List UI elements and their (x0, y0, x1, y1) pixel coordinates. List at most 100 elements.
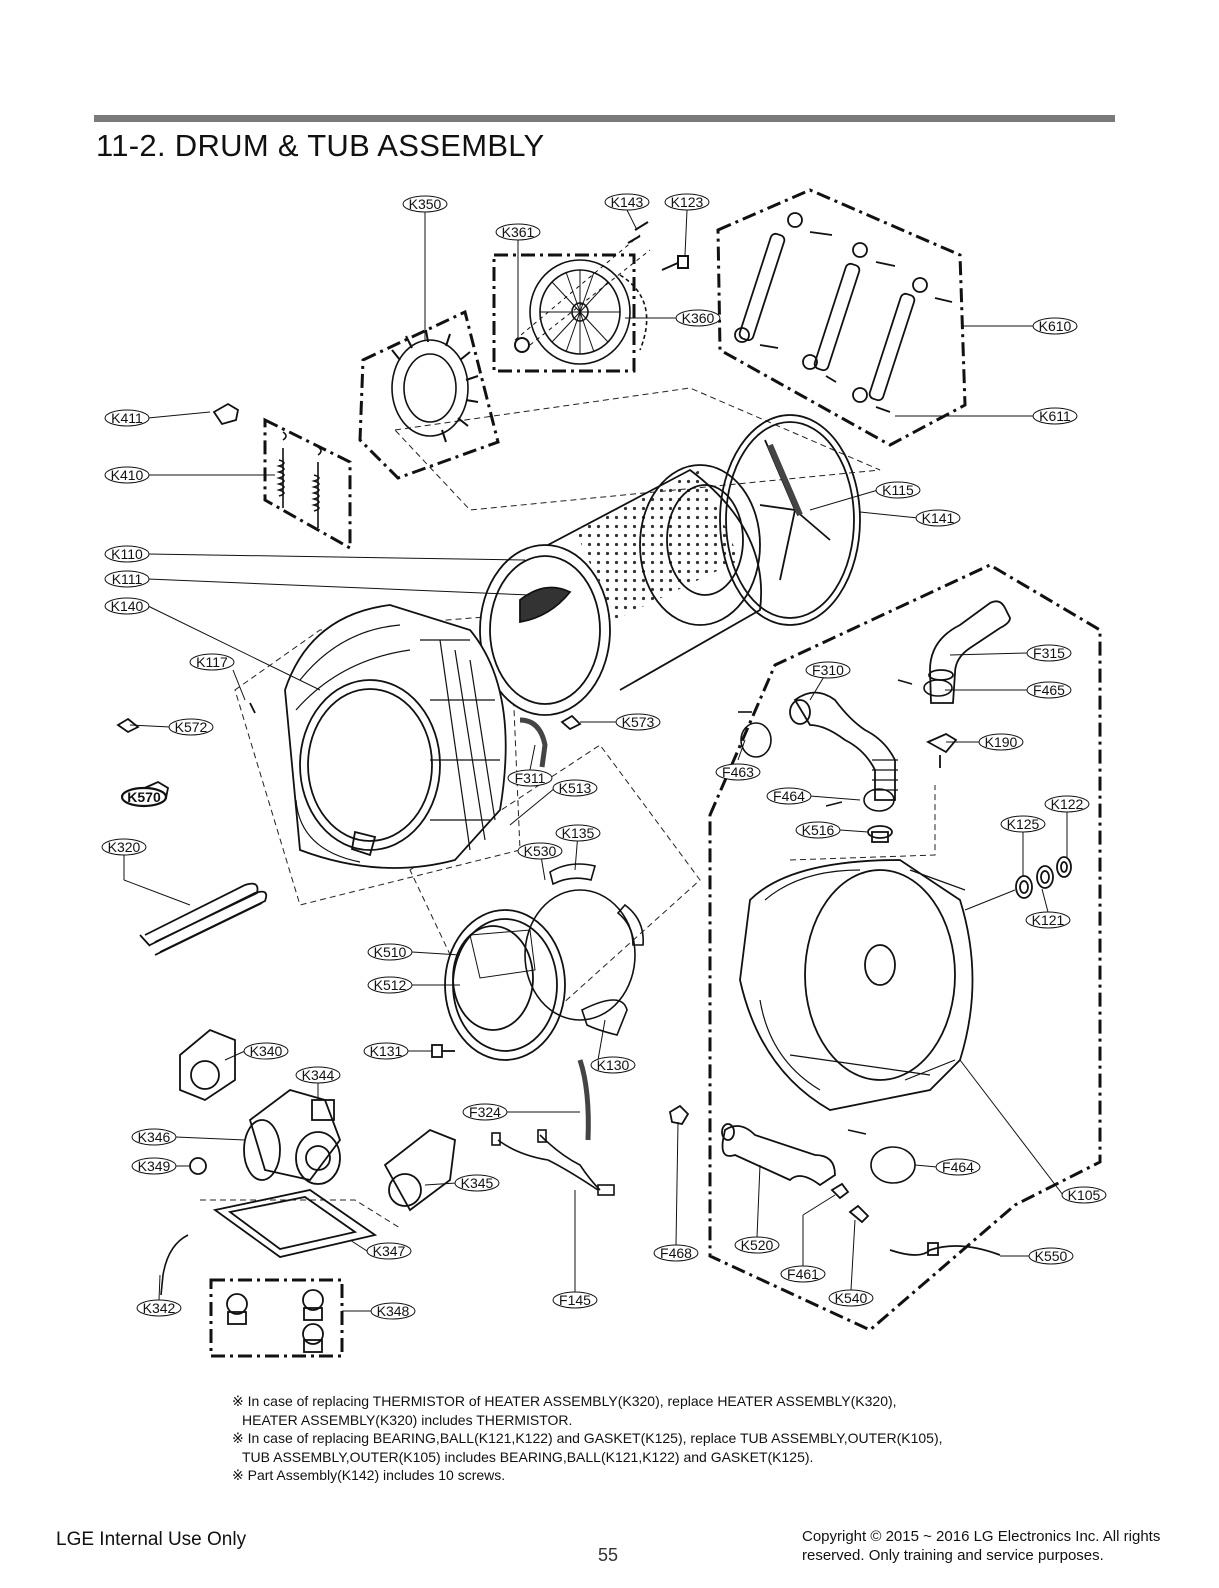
group-outline-k350 (358, 309, 500, 480)
guide-hoses (789, 785, 936, 861)
label-k611: K611 (1039, 408, 1071, 424)
label-k510: K510 (374, 944, 407, 960)
clamp-f464b (847, 1129, 916, 1184)
group-outline-k348 (209, 1278, 344, 1358)
hose-k520 (721, 1123, 836, 1187)
label-k411: K411 (111, 410, 143, 426)
screw-k131 (431, 1044, 455, 1058)
tub-front-k140 (284, 604, 507, 869)
label-k516: K516 (802, 822, 835, 838)
heater-k320 (139, 882, 268, 956)
label-k530: K530 (524, 843, 557, 859)
small-parts-rear (830, 1182, 1001, 1256)
label-k115: K115 (882, 482, 914, 498)
clamps-hoses (738, 679, 953, 812)
label-k340: K340 (250, 1043, 283, 1059)
label-f463: F463 (722, 764, 754, 780)
guide-tub-front (234, 614, 521, 906)
group-outline-tub (708, 563, 1102, 1332)
label-f315: F315 (1033, 645, 1065, 661)
note-line-4: TUB ASSEMBLY,OUTER(K105) includes BEARIN… (242, 1448, 814, 1465)
note-line-2: HEATER ASSEMBLY(K320) includes THERMISTO… (242, 1411, 573, 1428)
label-k135: K135 (562, 825, 595, 841)
label-k320: K320 (108, 839, 141, 855)
cap-k349 (189, 1157, 207, 1175)
page-number: 55 (598, 1545, 619, 1565)
label-f464-upper: F464 (773, 788, 805, 804)
label-k143: K143 (611, 194, 644, 210)
gasket-k530 (524, 863, 644, 1141)
note-line-5: ※ Part Assembly(K142) includes 10 screws… (232, 1467, 506, 1483)
bracket-k347 (212, 1189, 378, 1258)
cap-k411 (212, 402, 240, 426)
hose-f310 (789, 691, 898, 801)
label-k131: K131 (370, 1043, 403, 1059)
bearings-k121-k122-k125 (1015, 856, 1072, 899)
label-f311: F311 (515, 770, 546, 786)
hose-k342 (160, 1234, 189, 1296)
footer-internal-use: LGE Internal Use Only (56, 1529, 247, 1550)
pulley-k360 (514, 259, 648, 365)
group-outline-k360 (492, 253, 636, 373)
label-k348: K348 (377, 1303, 410, 1319)
spider-k141 (719, 414, 861, 626)
counterweight-k350 (391, 329, 479, 443)
group-outline-k410 (263, 417, 352, 551)
label-k141: K141 (922, 510, 955, 526)
header-rule (94, 115, 1115, 122)
label-f310: F310 (812, 662, 844, 678)
copyright-line-2: reserved. Only training and service purp… (802, 1547, 1104, 1564)
label-k125: K125 (1007, 816, 1040, 832)
label-k350: K350 (409, 196, 442, 212)
label-k344: K344 (302, 1067, 335, 1083)
label-k540: K540 (835, 1290, 868, 1306)
springs-k410 (276, 431, 322, 528)
label-k111: K111 (112, 571, 143, 587)
label-k110: K110 (111, 546, 143, 562)
motor-k345 (383, 1128, 456, 1212)
copyright-line-1: Copyright © 2015 ~ 2016 LG Electronics I… (802, 1528, 1161, 1545)
label-k410: K410 (111, 467, 144, 483)
label-k360: K360 (682, 310, 715, 326)
hose-f315 (928, 600, 1011, 704)
guide-drum-set (393, 387, 881, 511)
label-k121: K121 (1032, 912, 1065, 928)
label-k513: K513 (559, 780, 592, 796)
harness-f145 (491, 1129, 615, 1196)
pump-k340 (179, 1028, 236, 1102)
connector-k516 (867, 825, 893, 843)
notes-block: ※ In case of replacing THERMISTOR of HEA… (232, 1392, 943, 1485)
label-k190: K190 (985, 734, 1018, 750)
label-k346: K346 (138, 1129, 171, 1145)
dampers-k610 (734, 212, 953, 413)
filters-k348 (226, 1289, 324, 1353)
label-f461: F461 (787, 1266, 819, 1282)
label-f145: F145 (559, 1292, 591, 1308)
door-ring-k510 (444, 909, 566, 1061)
drum-k110 (479, 464, 762, 716)
label-k550: K550 (1035, 1248, 1068, 1264)
tub-rear-k105 (739, 859, 974, 1111)
screws-k143-k123 (514, 221, 689, 346)
group-outline-k610 (716, 188, 967, 447)
label-f468: F468 (660, 1245, 692, 1261)
label-k105: K105 (1068, 1187, 1101, 1203)
leader-lines (123, 209, 1068, 1312)
label-k130: K130 (597, 1057, 630, 1073)
label-k117: K117 (196, 654, 228, 670)
label-k512: K512 (374, 977, 407, 993)
note-line-1: ※ In case of replacing THERMISTOR of HEA… (232, 1393, 897, 1409)
label-k342: K342 (143, 1300, 176, 1316)
label-k361: K361 (502, 224, 535, 240)
guide-pump (200, 1199, 401, 1229)
label-f324: F324 (469, 1104, 501, 1120)
label-f465: F465 (1033, 682, 1065, 698)
label-k345: K345 (461, 1175, 494, 1191)
label-k570: K570 (127, 789, 161, 805)
note-line-3: ※ In case of replacing BEARING,BALL(K121… (232, 1430, 943, 1446)
label-k123: K123 (671, 194, 704, 210)
sensor-k190 (925, 732, 958, 768)
label-k572: K572 (175, 719, 208, 735)
footer-copyright: Copyright © 2015 ~ 2016 LG Electronics I… (802, 1527, 1160, 1565)
